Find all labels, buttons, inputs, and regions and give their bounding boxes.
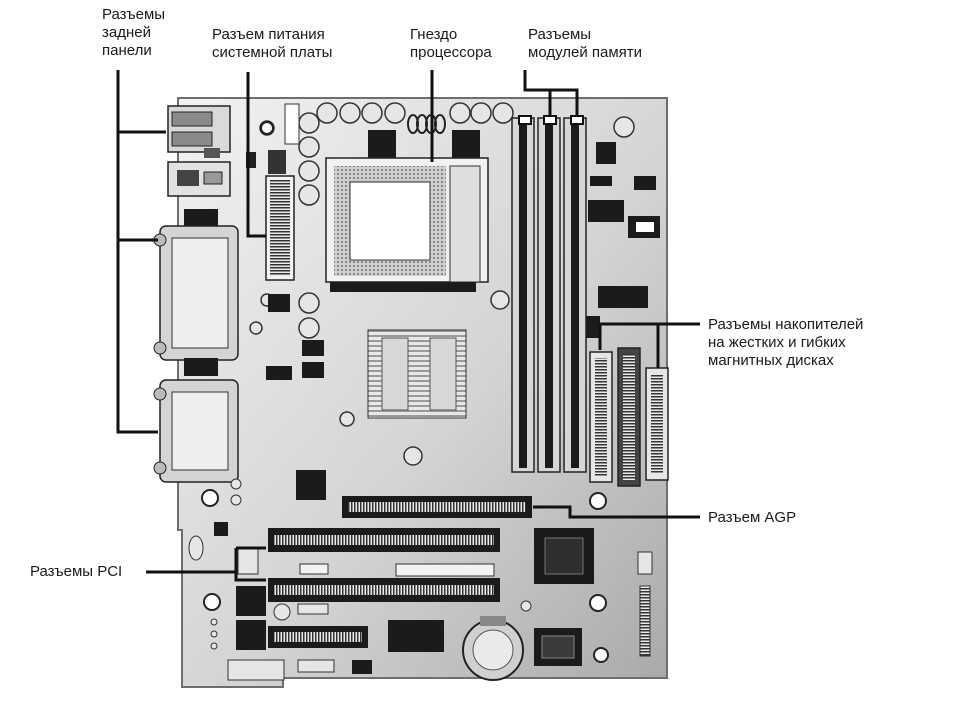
label-line: на жестких и гибких (708, 334, 846, 351)
drive-connectors (589, 347, 669, 487)
mounting-holes (201, 121, 609, 663)
label-line: Разъемы PCI (30, 563, 123, 580)
label-line: модулей памяти (528, 44, 643, 61)
chipset-heatsink (367, 329, 467, 419)
voltage-regulators (296, 130, 480, 500)
agp-leader (533, 505, 700, 519)
memory-slot-markers (518, 115, 584, 125)
small-chips (214, 142, 656, 674)
label-cpu-socket: Гнездо процессора (410, 26, 492, 62)
power-leader (246, 72, 266, 238)
label-line: задней (102, 24, 151, 41)
atx-power-connector (246, 150, 295, 281)
agp-slot-graphic (342, 496, 532, 518)
label-line: Разъемы накопителей (708, 316, 864, 333)
label-line: Разъемы (102, 6, 166, 23)
label-memory-slots: Разъемы модулей памяти (528, 26, 642, 62)
cmos-battery (462, 616, 524, 681)
label-agp-slot: Разъем AGP (708, 509, 796, 527)
label-line: системной платы (212, 44, 333, 61)
rear-panel-connectors (153, 105, 239, 483)
memory-slots (511, 117, 587, 473)
label-rear-panel-connectors: Разъемы задней панели (102, 6, 165, 60)
label-pci-slots: Разъемы PCI (30, 563, 122, 581)
misc-parts (188, 478, 653, 681)
drives-leader (598, 322, 700, 350)
label-drive-connectors: Разъемы накопителей на жестких и гибких … (708, 316, 863, 370)
label-line: Разъем AGP (708, 509, 797, 526)
label-line: панели (102, 42, 152, 59)
label-line: Разъем питания (212, 26, 325, 43)
label-line: Гнездо (410, 26, 458, 43)
label-line: Разъемы (528, 26, 592, 43)
label-line: магнитных дисках (708, 352, 834, 369)
cpu-socket (325, 157, 489, 292)
label-power-connector: Разъем питания системной платы (212, 26, 332, 62)
rear-panel-leader (116, 70, 158, 434)
label-line: процессора (410, 44, 492, 61)
pci-slots-graphic (268, 528, 500, 648)
large-chips (236, 528, 594, 666)
leader-lines (116, 70, 700, 582)
